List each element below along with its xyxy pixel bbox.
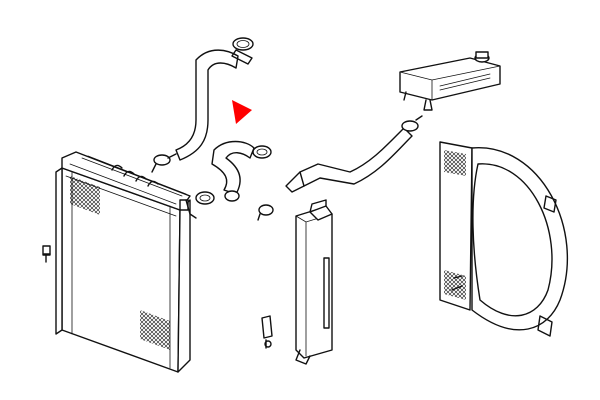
red-arrow-icon [232, 100, 252, 124]
radiator [42, 151, 191, 373]
coolant-reservoir-tank [399, 51, 501, 111]
mounting-bracket [43, 199, 197, 255]
upper-radiator-hose [151, 37, 254, 173]
oil-cooler [295, 199, 333, 365]
drain-plug [261, 315, 273, 349]
lower-radiator-hose [195, 140, 272, 205]
reservoir-hose [257, 115, 423, 221]
fan-shroud [439, 141, 569, 337]
